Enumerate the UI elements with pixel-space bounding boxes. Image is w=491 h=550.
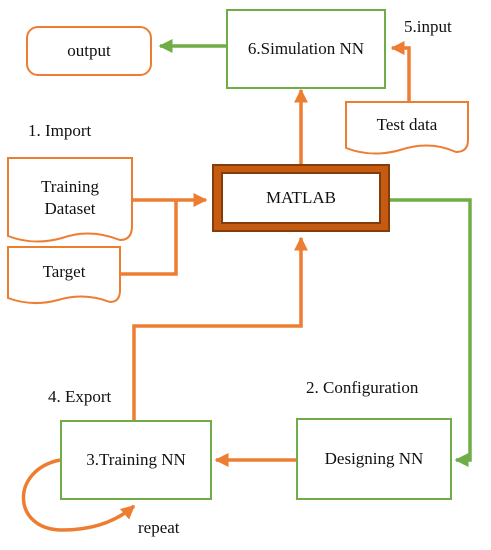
input-label: 5.input bbox=[404, 17, 452, 36]
connector-training-to-matlab bbox=[132, 236, 308, 420]
export-label: 4. Export bbox=[48, 387, 112, 406]
training-nn-node: 3.Training NN bbox=[60, 420, 212, 500]
training-dataset-label: Training Dataset bbox=[41, 177, 99, 218]
output-node: output bbox=[26, 26, 152, 76]
output-label: output bbox=[67, 41, 111, 60]
simulation-nn-label: 6.Simulation NN bbox=[247, 39, 365, 58]
doc-shape-target bbox=[7, 246, 121, 304]
training-nn-label: 3.Training NN bbox=[86, 450, 186, 469]
import-label: 1. Import bbox=[28, 121, 92, 140]
test-data-label: Test data bbox=[376, 115, 438, 134]
connector-repeat-loop bbox=[21, 458, 136, 532]
connector-testdata-to-simulation bbox=[390, 41, 411, 102]
designing-nn-node: Designing NN bbox=[296, 418, 452, 500]
simulation-nn-node: 6.Simulation NN bbox=[226, 9, 386, 89]
matlab-node: MATLAB bbox=[221, 172, 381, 224]
matlab-label: MATLAB bbox=[266, 188, 336, 207]
doc-shape-training-dataset bbox=[7, 157, 133, 243]
target-label: Target bbox=[42, 262, 86, 281]
configuration-label: 2. Configuration bbox=[306, 378, 419, 397]
repeat-label: repeat bbox=[138, 518, 180, 537]
doc-shape-test-data bbox=[345, 101, 469, 155]
connector-matlab-to-designing bbox=[390, 198, 472, 467]
connector-target-to-matlab bbox=[120, 200, 178, 276]
designing-nn-label: Designing NN bbox=[324, 449, 424, 468]
